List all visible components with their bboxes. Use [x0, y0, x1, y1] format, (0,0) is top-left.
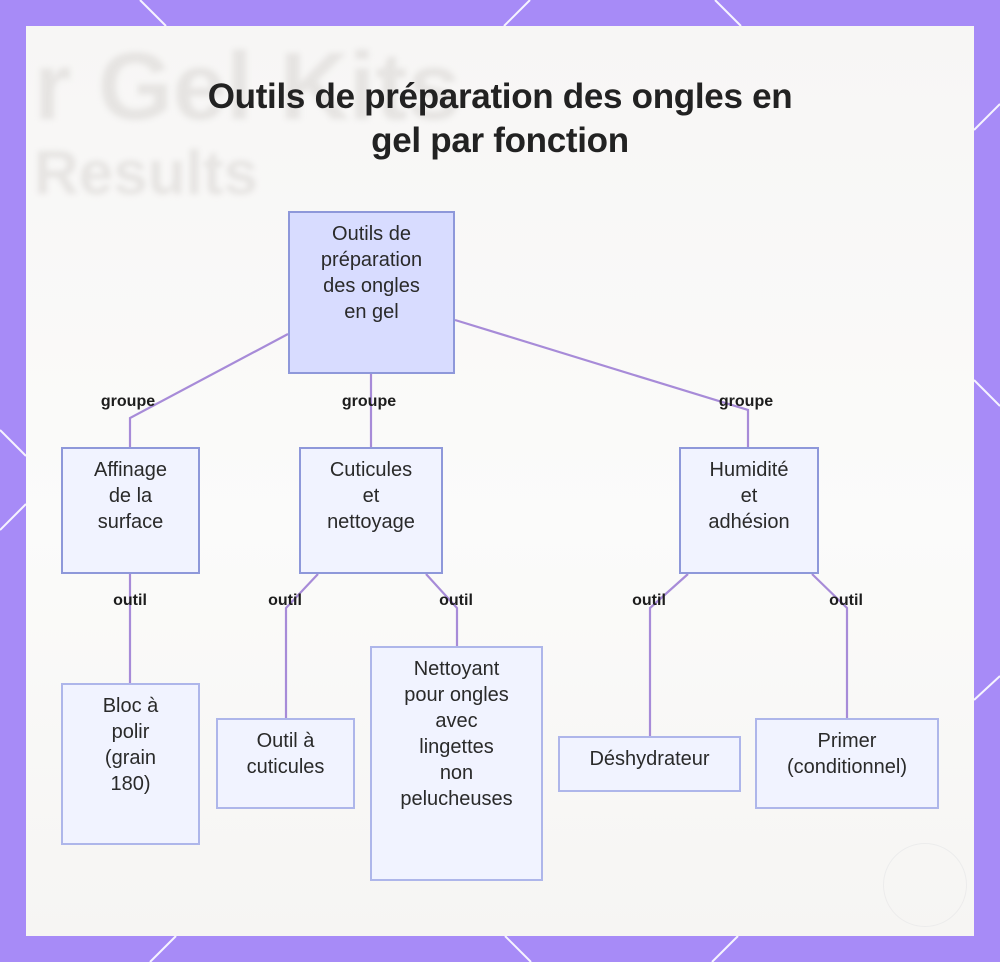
node-tool-dehydrator: Déshydrateur [558, 736, 741, 792]
diagram-title: Outils de préparation des ongles en gel … [0, 75, 1000, 163]
node-text-line: Outil à [256, 730, 315, 752]
node-text-line: en gel [344, 301, 399, 323]
edge-label-groupe: groupe [718, 393, 774, 410]
watermark-logo [883, 843, 967, 927]
edge-cuticles-tool [284, 573, 319, 719]
node-text-line: Humidité [709, 459, 789, 481]
title-line-1: Outils de préparation des ongles en [207, 77, 793, 116]
edge-moisture-primer [811, 573, 849, 719]
node-text-line: cuticules [246, 756, 325, 778]
node-text-line: Bloc à [102, 695, 159, 717]
node-text-line: (conditionnel) [786, 756, 908, 778]
node-text-line: et [362, 485, 380, 507]
node-tool-cuticle-tool: Outil à cuticules [216, 718, 355, 809]
node-text-line: adhésion [708, 511, 790, 533]
edge-label-outil: outil [439, 592, 473, 609]
node-text-line: des ongles [323, 275, 420, 297]
edge-label-groupe: groupe [100, 393, 156, 410]
node-text-line: et [740, 485, 758, 507]
edge-root-surface [128, 333, 289, 448]
node-text-line: pelucheuses [400, 788, 513, 810]
node-tool-buffer: Bloc à polir (grain 180) [61, 683, 200, 845]
node-text-line: non [439, 762, 474, 784]
node-text-line: 180) [110, 773, 151, 795]
node-text-line: pour ongles [404, 684, 509, 706]
node-text-line: de la [108, 485, 153, 507]
node-tool-cleanser: Nettoyant pour ongles avec lingettes non… [370, 646, 543, 881]
node-text-line: Cuticules [329, 459, 413, 481]
node-text-line: (grain [104, 747, 157, 769]
edge-moisture-dehydrator [648, 573, 689, 737]
edge-label-outil: outil [113, 592, 147, 609]
node-text-line: Primer [817, 730, 877, 752]
background-blurred-subtext: Results [34, 139, 258, 208]
background-blurred-text: r Gel Kits [34, 33, 461, 140]
node-group-cuticles: Cuticules et nettoyage [299, 447, 443, 574]
node-text-line: Outils de [332, 223, 411, 245]
node-tool-primer: Primer (conditionnel) [755, 718, 939, 809]
node-text-line: avec [435, 710, 478, 732]
title-line-2: gel par fonction [371, 121, 629, 160]
edge-label-groupe: groupe [341, 393, 397, 410]
node-text-line: Nettoyant [413, 658, 500, 680]
edge-cuticles-cleanser [425, 573, 459, 647]
node-text-line: Affinage [93, 459, 168, 481]
edge-label-outil: outil [829, 592, 863, 609]
node-text-line: lingettes [419, 736, 494, 758]
edge-label-outil: outil [268, 592, 302, 609]
node-text-line: polir [111, 721, 150, 743]
node-text-line: surface [97, 511, 164, 533]
node-root: Outils de préparation des ongles en gel [288, 211, 455, 374]
node-group-moisture: Humidité et adhésion [679, 447, 819, 574]
edge-label-outil: outil [632, 592, 666, 609]
edge-root-moisture [454, 318, 750, 448]
node-text-line: nettoyage [327, 511, 415, 533]
node-text-line: Déshydrateur [589, 748, 710, 770]
node-text-line: préparation [320, 249, 423, 271]
node-group-surface: Affinage de la surface [61, 447, 200, 574]
